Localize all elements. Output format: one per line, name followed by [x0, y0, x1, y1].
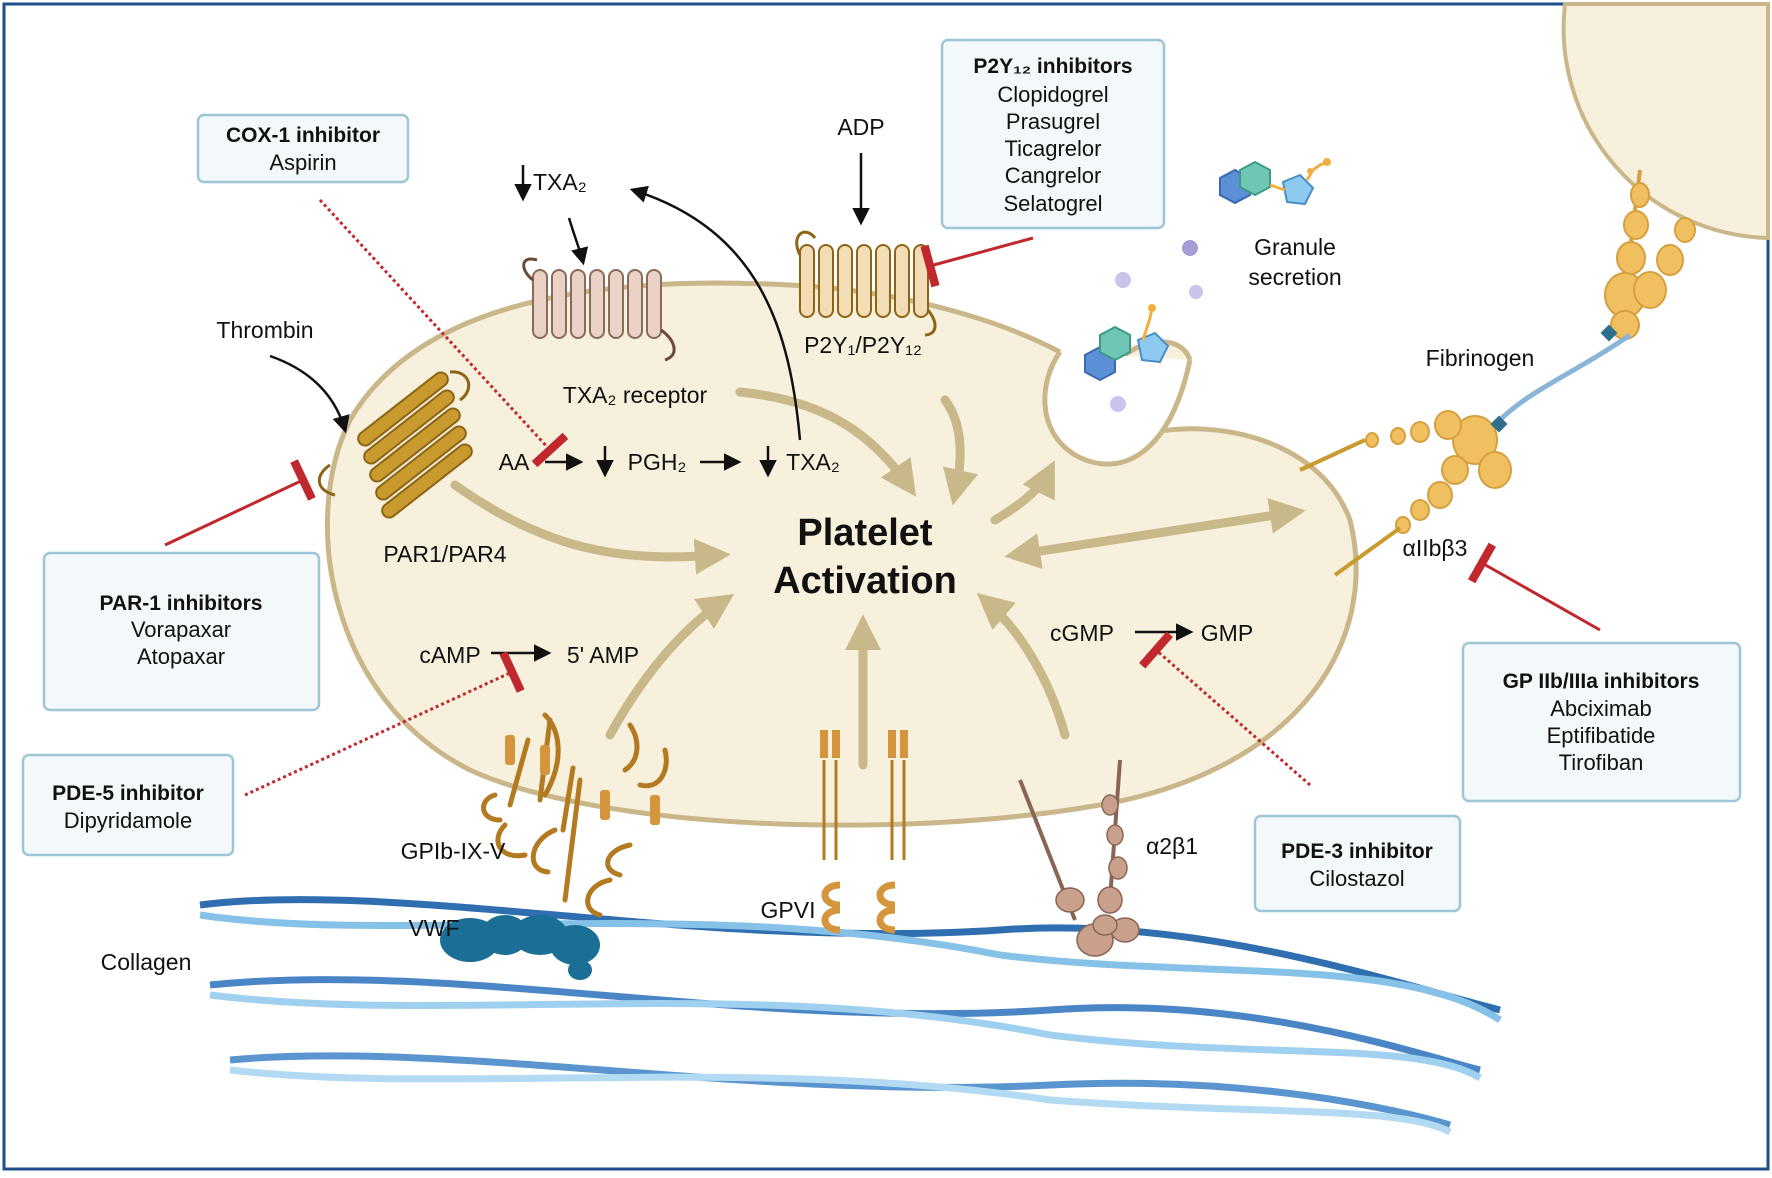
arrow-integrin — [1004, 498, 1306, 569]
p2y-label: P2Y₁/P2Y₁₂ — [804, 332, 922, 358]
cox1-title: COX-1 inhibitor — [226, 124, 380, 147]
txa2-receptor-label: TXA₂ receptor — [563, 382, 708, 408]
arrow-gpib — [605, 594, 734, 740]
neighbor-cell — [1561, 1, 1770, 241]
inhibit-cox1 — [318, 198, 569, 468]
granule-label-1: Granule — [1254, 234, 1336, 260]
pde3-item: Cilostazol — [1309, 866, 1404, 891]
p2y12-item-2: Prasugrel — [1006, 109, 1100, 134]
arrow-txa2-out — [629, 185, 802, 441]
inhibitor-box-cox1: COX-1 inhibitor Aspirin — [196, 113, 410, 184]
gp2b3a-item-3: Tirofiban — [1559, 750, 1644, 775]
arrow-thrombin — [269, 354, 350, 434]
title-line2: Activation — [773, 560, 957, 602]
inhibition-lines — [164, 198, 1601, 797]
title-line1: Platelet — [797, 512, 933, 554]
arrow-txa2 — [735, 387, 917, 497]
inhibit-pde5 — [244, 651, 525, 797]
activation-arrows — [450, 387, 1306, 770]
gpib-label: GPIb-IX-V — [401, 838, 506, 864]
par-label: PAR1/PAR4 — [383, 541, 506, 567]
par1-title: PAR-1 inhibitors — [100, 592, 263, 615]
gp2b3a-item-2: Eptifibatide — [1547, 723, 1656, 748]
5amp-label: 5' AMP — [567, 642, 639, 668]
arrow-txa2-in — [567, 217, 589, 266]
camp-label: cAMP — [419, 642, 480, 668]
decrease-arrows — [514, 165, 777, 478]
inhibitor-box-par1: PAR-1 inhibitors Vorapaxar Atopaxar — [42, 551, 321, 712]
p2y12-item-5: Selatogrel — [1003, 191, 1102, 216]
p2y12-item-3: Ticagrelor — [1005, 136, 1102, 161]
arrow-p2y — [940, 395, 979, 506]
inhibit-gp2b3a — [1467, 542, 1601, 632]
inhibitor-box-pde5: PDE-5 inhibitor Dipyridamole — [21, 753, 235, 857]
gpib-rects — [505, 735, 660, 825]
par1-item-2: Atopaxar — [137, 644, 225, 669]
inhibitor-box-gp2b3a: GP IIb/IIIa inhibitors Abciximab Eptifib… — [1461, 641, 1742, 803]
fibrinogen-label: Fibrinogen — [1426, 345, 1535, 371]
pde5-title: PDE-5 inhibitor — [52, 782, 204, 805]
vwf-label: VWF — [408, 915, 459, 941]
granule-label-2: secretion — [1248, 264, 1341, 290]
arrow-a2b1 — [976, 592, 1070, 740]
pgh2-label: PGH₂ — [628, 449, 687, 475]
p2y12-item-4: Cangrelor — [1005, 163, 1102, 188]
p2y12-item-1: Clopidogrel — [997, 82, 1108, 107]
inhibit-par1 — [164, 459, 316, 547]
alpha2-beta1-receptor — [1018, 759, 1140, 957]
aa-label: AA — [499, 449, 530, 475]
gpib-ix-v-receptor — [481, 712, 669, 918]
cgmp-label: cGMP — [1050, 620, 1114, 646]
gp2b3a-item-1: Abciximab — [1550, 696, 1651, 721]
p2y-receptor — [799, 244, 929, 318]
par1-item-1: Vorapaxar — [131, 617, 231, 642]
arrow-par — [450, 480, 731, 575]
inhibit-pde3 — [1138, 631, 1311, 787]
a2b1-label: α2β1 — [1146, 833, 1198, 859]
fibrinogen-molecule — [1365, 169, 1696, 534]
inhibitor-box-p2y12: P2Y₁₂ inhibitors Clopidogrel Prasugrel T… — [940, 38, 1166, 230]
cox1-item: Aspirin — [269, 150, 336, 175]
aiib-label: αIIbβ3 — [1403, 535, 1468, 561]
collagen-fibers — [199, 896, 1502, 1136]
gmp-label: GMP — [1201, 620, 1253, 646]
txa2-mid-label: TXA₂ — [786, 449, 840, 475]
pde5-item: Dipyridamole — [64, 808, 192, 833]
inhibitor-box-pde3: PDE-3 inhibitor Cilostazol — [1253, 814, 1462, 913]
gp2b3a-title: GP IIb/IIIa inhibitors — [1503, 670, 1700, 693]
gpvi-label: GPVI — [761, 897, 816, 923]
pde3-title: PDE-3 inhibitor — [1281, 840, 1433, 863]
p2y12-title: P2Y₁₂ inhibitors — [973, 55, 1132, 78]
txa2-top-label: TXA₂ — [533, 169, 587, 195]
inhibit-p2y12 — [920, 236, 1034, 288]
par-receptor — [357, 371, 473, 519]
integrin-stalks — [1299, 438, 1402, 577]
adp-label: ADP — [837, 114, 884, 140]
txa2-receptor — [532, 269, 662, 339]
vwf-molecule — [440, 915, 600, 980]
thrombin-label: Thrombin — [216, 317, 313, 343]
collagen-label: Collagen — [101, 949, 192, 975]
granule-molecules — [1084, 158, 1331, 412]
arrow-granule — [990, 460, 1055, 525]
gpvi-receptor — [820, 730, 908, 934]
